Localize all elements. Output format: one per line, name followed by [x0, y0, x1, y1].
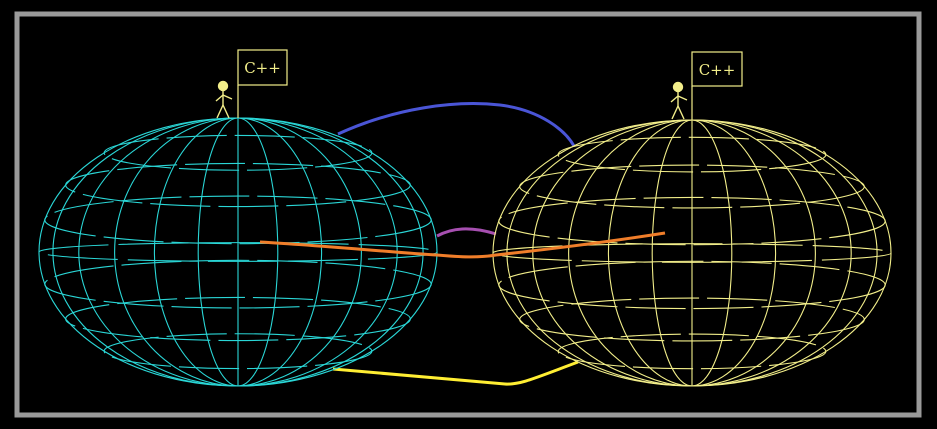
left-person-icon — [215, 80, 233, 119]
diagram-frame — [14, 11, 922, 418]
globe-right — [492, 119, 892, 387]
globe-left-parallel-s2 — [65, 296, 411, 342]
globe-right-parallel-n2 — [519, 164, 865, 209]
right-flag-figure: C++ — [670, 51, 743, 120]
globe-left-parallel-s1 — [44, 259, 432, 309]
top-arc-connection — [337, 102, 576, 147]
globe-left-parallel-n3 — [103, 134, 373, 171]
globe-right-parallel-s3 — [557, 333, 827, 370]
globe-left-parallel-s3 — [103, 333, 373, 370]
left-flag-label: C++ — [244, 59, 281, 77]
left-flag-figure: C++ — [215, 49, 288, 119]
center-cable-connection — [259, 231, 666, 259]
globe-right-parallel-n1 — [498, 196, 886, 246]
right-flag — [691, 51, 743, 87]
globe-right-parallel-s1 — [498, 260, 886, 310]
globe-left-parallel-n2 — [65, 162, 411, 208]
globe-left-parallel-n1 — [44, 195, 432, 245]
globe-right-parallel-s2 — [519, 297, 865, 342]
connections — [332, 102, 579, 386]
globe-right-equator — [492, 243, 892, 263]
left-flag — [237, 49, 288, 86]
middle-arc-connection — [436, 227, 497, 238]
globe-left-equator — [38, 242, 438, 262]
globe-right-parallel-n3 — [557, 136, 827, 173]
right-person-icon — [670, 81, 688, 120]
right-flag-label: C++ — [699, 61, 736, 79]
bottom-link-connection — [332, 360, 579, 386]
